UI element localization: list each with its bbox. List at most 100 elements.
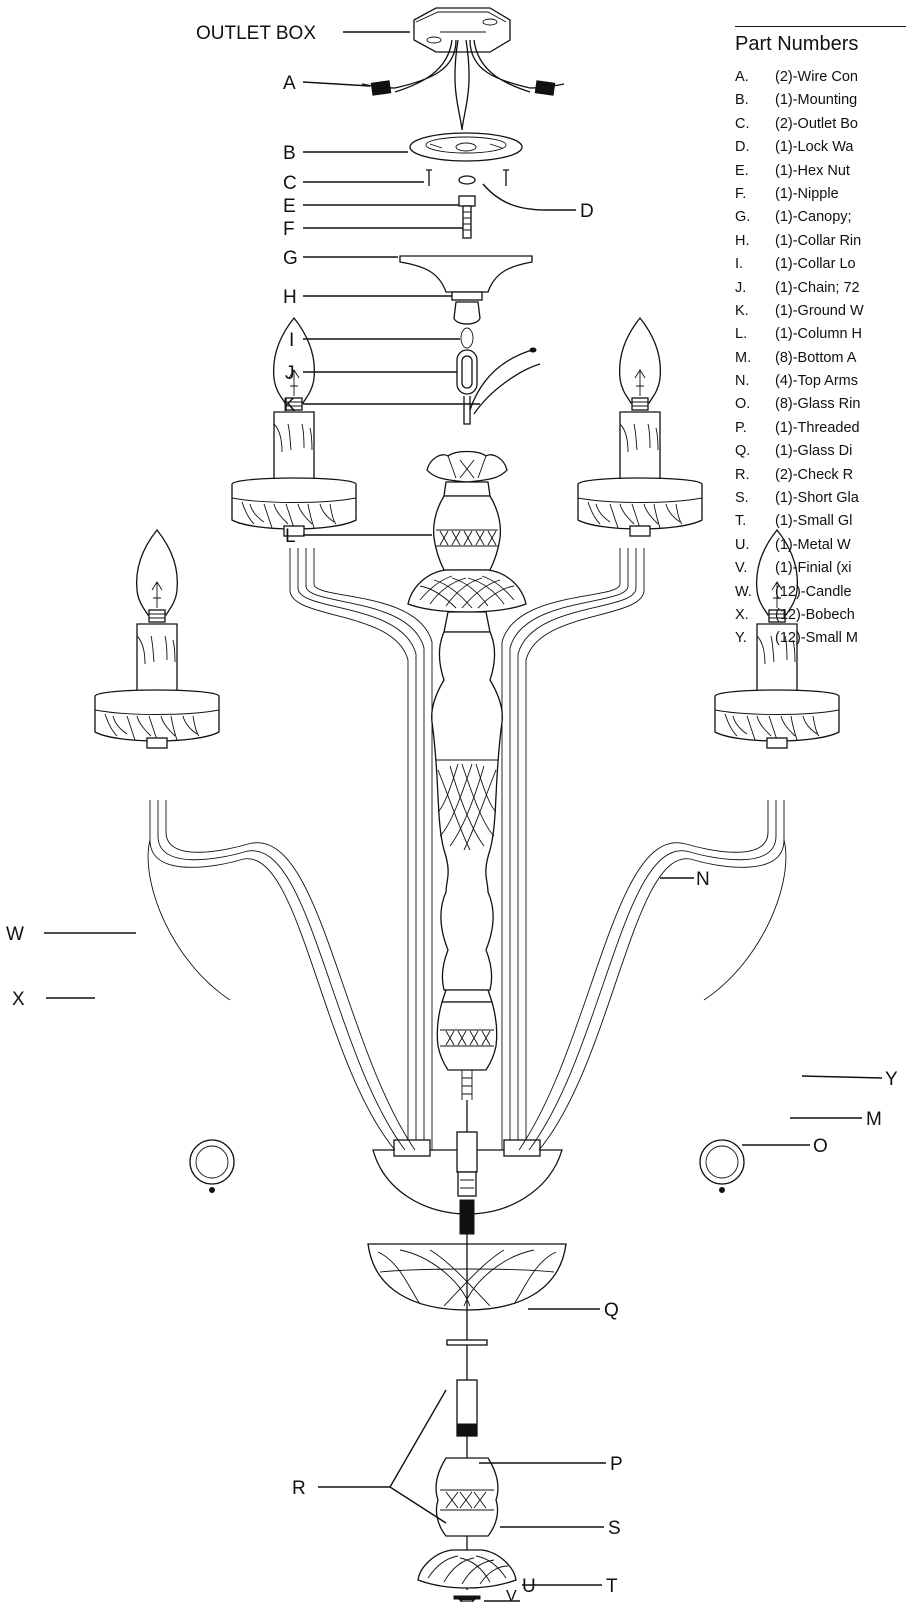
part-row: T.(1)-Small Gl	[735, 510, 906, 533]
part-row: A. (2)-Wire Con	[735, 66, 906, 89]
label-b: B	[283, 143, 296, 164]
part-description: (1)-Mounting	[775, 92, 858, 109]
part-letter: S.	[735, 490, 749, 507]
label-g: G	[283, 248, 298, 269]
part-description: (1)-Metal W	[775, 536, 851, 553]
part-row: Q.(1)-Glass Di	[735, 440, 906, 463]
part-row: X. (12)-Bobech	[735, 604, 906, 627]
part-letter: B.	[735, 92, 749, 109]
part-letter: U.	[735, 536, 750, 553]
column-drawing	[407, 450, 527, 1100]
outlet-box-screws-drawing	[426, 169, 509, 186]
small-glass-drawing	[417, 1549, 517, 1589]
parts-list-title: Part Numbers	[735, 33, 859, 55]
part-description: (12)-Candle	[775, 583, 852, 600]
part-letter: C.	[735, 115, 750, 132]
part-row: P.(1)-Threaded	[735, 417, 906, 440]
label-o: O	[813, 1136, 828, 1157]
callout-lines	[44, 31, 883, 1602]
mounting-bracket-drawing	[409, 132, 523, 162]
collar-ring-drawing	[451, 291, 483, 301]
callout-labels: OUTLET BOX A B C D E F G H I J K L N W X…	[6, 23, 898, 1602]
part-description: (2)-Wire Con	[775, 69, 858, 85]
label-r: R	[292, 1478, 306, 1499]
part-letter: K.	[735, 302, 749, 319]
label-n: N	[696, 869, 710, 890]
parts-list-rule	[735, 26, 906, 27]
part-row: B. (1)-Mounting	[735, 89, 906, 112]
part-letter: F.	[735, 185, 747, 202]
part-description: (1)-Canopy;	[775, 209, 852, 226]
label-l: L	[285, 526, 296, 547]
part-letter: M.	[735, 349, 752, 366]
label-i: I	[289, 330, 294, 351]
part-letter: O.	[735, 396, 751, 413]
label-d: D	[580, 201, 594, 222]
part-row: N.(4)-Top Arms	[735, 370, 906, 393]
part-letter: E.	[735, 162, 749, 179]
canopy-drawing	[399, 255, 533, 293]
label-w: W	[6, 924, 24, 945]
part-row: F. (1)-Nipple	[735, 183, 906, 206]
label-e: E	[283, 196, 296, 217]
part-description: (1)-Hex Nut	[775, 162, 850, 179]
label-h: H	[283, 287, 297, 308]
part-row: G. (1)-Canopy;	[735, 206, 906, 229]
part-description: (4)-Top Arms	[775, 373, 858, 390]
part-description: (1)-Column H	[775, 326, 863, 343]
nipple-drawing	[462, 205, 472, 239]
part-letter: V.	[735, 560, 748, 577]
part-letter: J.	[735, 279, 747, 296]
part-description: (1)-Nipple	[775, 185, 839, 202]
part-row: W. (12)-Candle	[735, 581, 906, 604]
part-letter: Q.	[735, 443, 751, 460]
part-row: M. (8)-Bottom A	[735, 347, 906, 370]
part-letter: G.	[735, 209, 751, 226]
label-a: A	[283, 73, 296, 94]
part-letter: P.	[735, 419, 747, 436]
part-description: (2)-Outlet Bo	[775, 115, 858, 132]
threaded-pipe-drawing	[456, 1379, 478, 1437]
part-letter: Y.	[735, 630, 747, 647]
lock-washer-drawing	[458, 175, 476, 185]
part-description: (8)-Bottom A	[775, 349, 857, 366]
top-arms-drawing	[289, 548, 645, 1157]
part-description: (1)-Small Gl	[775, 513, 853, 530]
part-description: (1)-Finial (xi	[775, 560, 852, 577]
label-x: X	[12, 989, 25, 1010]
label-q: Q	[604, 1300, 619, 1321]
part-row: Y. (12)-Small M	[735, 627, 906, 650]
part-description: (12)-Small M	[775, 630, 858, 647]
part-row: O. (8)-Glass Rin	[735, 393, 906, 416]
part-letter: L.	[735, 326, 748, 343]
short-glass-drawing	[435, 1457, 499, 1537]
part-row: R.(2)-Check R	[735, 464, 906, 487]
part-letter: D.	[735, 139, 750, 156]
part-description: (1)-Collar Lo	[775, 256, 856, 273]
label-f: F	[283, 219, 295, 240]
part-description: (8)-Glass Rin	[775, 396, 861, 413]
collar-loop-drawing	[453, 301, 481, 349]
part-row: E. (1)-Hex Nut	[735, 160, 906, 183]
part-description: (1)-Collar Rin	[775, 232, 862, 249]
glass-rings-drawing	[189, 1139, 745, 1193]
part-letter: X.	[735, 606, 749, 623]
label-v: V	[506, 1588, 517, 1602]
label-m: M	[866, 1109, 882, 1130]
ground-wire-drawing	[469, 347, 541, 415]
wire-connectors-drawing	[370, 80, 556, 96]
part-row: J.(1)-Chain; 72	[735, 277, 906, 300]
part-letter: H.	[735, 232, 750, 249]
part-letter: W.	[735, 583, 752, 600]
label-s: S	[608, 1518, 621, 1539]
hex-nut-drawing	[458, 195, 476, 207]
outlet-box-drawing	[413, 7, 511, 53]
label-t: T	[606, 1576, 618, 1597]
part-description: (12)-Bobech	[775, 606, 855, 623]
part-row: U. (1)-Metal W	[735, 534, 906, 557]
part-row: D.(1)-Lock Wa	[735, 136, 906, 159]
part-letter: A.	[735, 69, 749, 85]
